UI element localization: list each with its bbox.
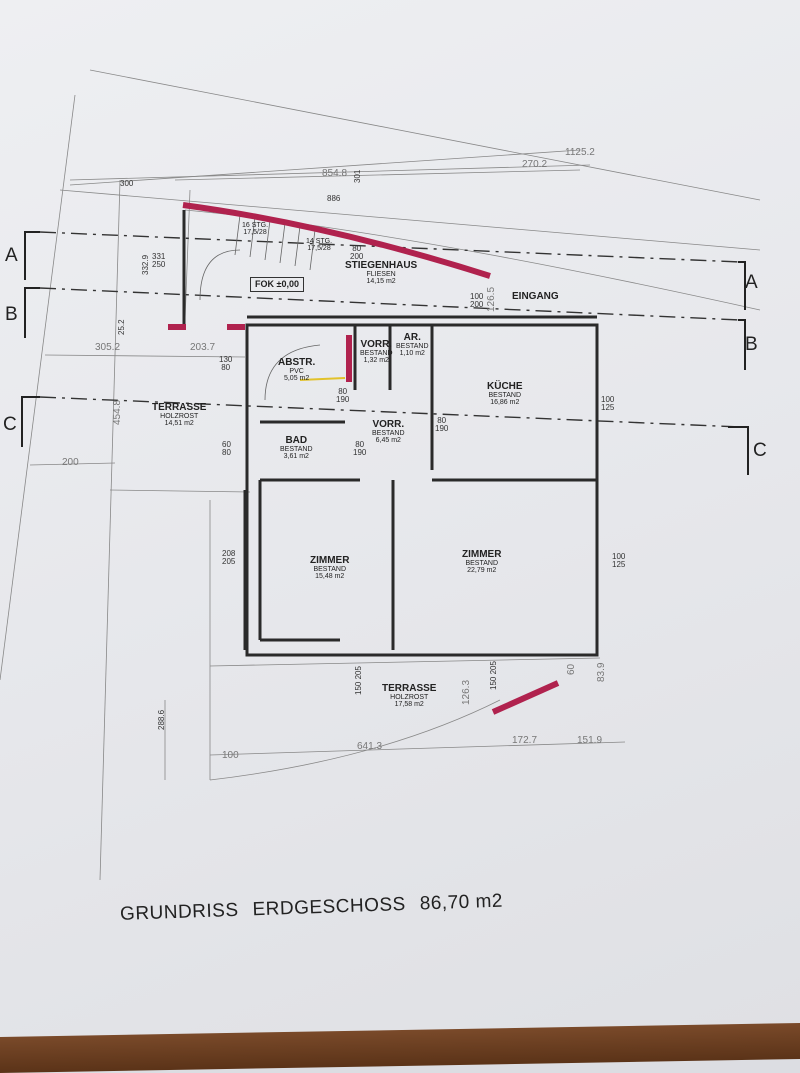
dim-4548: 454.8 bbox=[112, 399, 123, 425]
dim-200: 200 bbox=[62, 457, 79, 468]
dim-150-205-b: 150 205 bbox=[489, 661, 498, 690]
dim-2886: 288.6 bbox=[157, 709, 166, 730]
dim-839: 83.9 bbox=[596, 662, 607, 682]
stairs bbox=[199, 214, 321, 401]
dim-301: 301 bbox=[353, 169, 362, 183]
stairs-2-label: 14 STG.17,5/28 bbox=[306, 238, 333, 252]
section-b-right: B bbox=[745, 334, 758, 355]
title-floor: ERDGESCHOSS bbox=[252, 893, 407, 921]
dim-2037: 203.7 bbox=[190, 342, 216, 353]
arrow-line bbox=[299, 377, 346, 381]
section-b-left: B bbox=[5, 304, 18, 325]
dim-bot-100: 100 bbox=[222, 750, 239, 761]
dim-854: 854.8 bbox=[322, 168, 348, 179]
new-walls bbox=[168, 202, 560, 715]
dim-1727: 172.7 bbox=[512, 735, 538, 746]
stairs-1-label: 16 STG.17,5/28 bbox=[242, 222, 269, 236]
section-a-right: A bbox=[745, 272, 758, 293]
section-a-left: A bbox=[5, 245, 18, 266]
section-markers bbox=[21, 231, 749, 475]
title-label: GRUNDRISS bbox=[119, 899, 239, 925]
dim-6413: 641.3 bbox=[357, 741, 383, 752]
dim-270: 270.2 bbox=[522, 159, 548, 170]
title-area: 86,70 m2 bbox=[419, 890, 504, 915]
dim-bot-60: 60 bbox=[566, 663, 577, 675]
section-c-left: C bbox=[3, 414, 17, 435]
dim-886: 886 bbox=[327, 194, 341, 203]
dim-1125: 1125.2 bbox=[565, 147, 595, 158]
dim-150-205-a: 150 205 bbox=[354, 666, 363, 695]
dim-1263: 126.3 bbox=[461, 679, 472, 705]
site-lines bbox=[0, 69, 761, 881]
fok-level-label: FOK ±0,00 bbox=[250, 277, 304, 292]
paper-sheet bbox=[0, 0, 800, 1040]
dim-1519: 151.9 bbox=[577, 735, 603, 746]
dim-252: 25.2 bbox=[117, 319, 126, 335]
section-c-right: C bbox=[753, 440, 767, 461]
dim-3329: 332.9 bbox=[141, 254, 150, 275]
dim-300: 300 bbox=[120, 179, 134, 188]
entrance-label: EINGANG bbox=[512, 291, 559, 302]
dim-3052: 305.2 bbox=[95, 342, 121, 353]
walls bbox=[182, 210, 599, 657]
dim-1265: 126.5 bbox=[486, 286, 497, 312]
